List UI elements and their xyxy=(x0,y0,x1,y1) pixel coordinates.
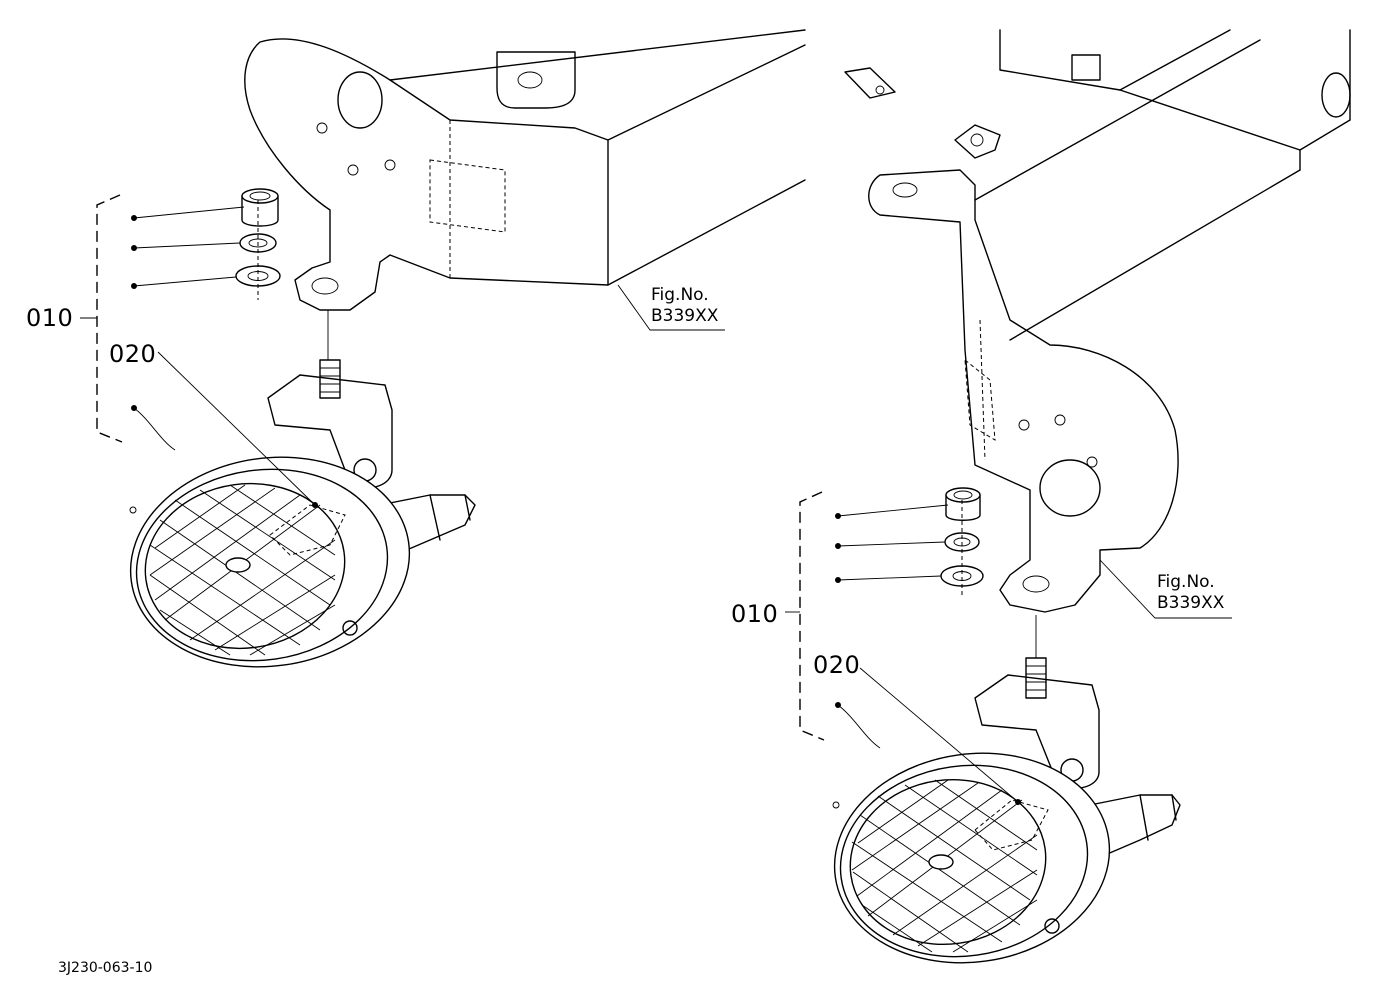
right-fig-ref-line1: Fig.No. xyxy=(1157,572,1215,592)
left-fig-ref-line1: Fig.No. xyxy=(651,285,709,305)
left-hardware-stack xyxy=(235,188,329,360)
left-fig-reference: Fig.No. B339XX xyxy=(651,285,718,327)
right-work-lamp xyxy=(832,657,1181,964)
left-assembly xyxy=(80,29,806,668)
left-callout-020: 020 xyxy=(109,340,157,368)
left-work-lamp xyxy=(129,359,476,668)
right-assembly xyxy=(785,29,1351,964)
drawing-code: 3J230-063-10 xyxy=(58,960,153,976)
left-callout-010: 010 xyxy=(26,304,74,332)
right-fig-reference: Fig.No. B339XX xyxy=(1157,572,1224,614)
left-frame-bracket xyxy=(244,29,806,311)
left-fig-ref-line2: B339XX xyxy=(651,306,719,326)
right-hardware-stack xyxy=(940,487,1037,658)
right-callout-020: 020 xyxy=(813,651,861,679)
right-fig-ref-line2: B339XX xyxy=(1157,593,1225,613)
right-callout-markers xyxy=(785,491,1232,805)
right-callout-010: 010 xyxy=(731,600,779,628)
right-frame-bracket xyxy=(844,29,1351,613)
left-callout-markers xyxy=(80,194,725,508)
